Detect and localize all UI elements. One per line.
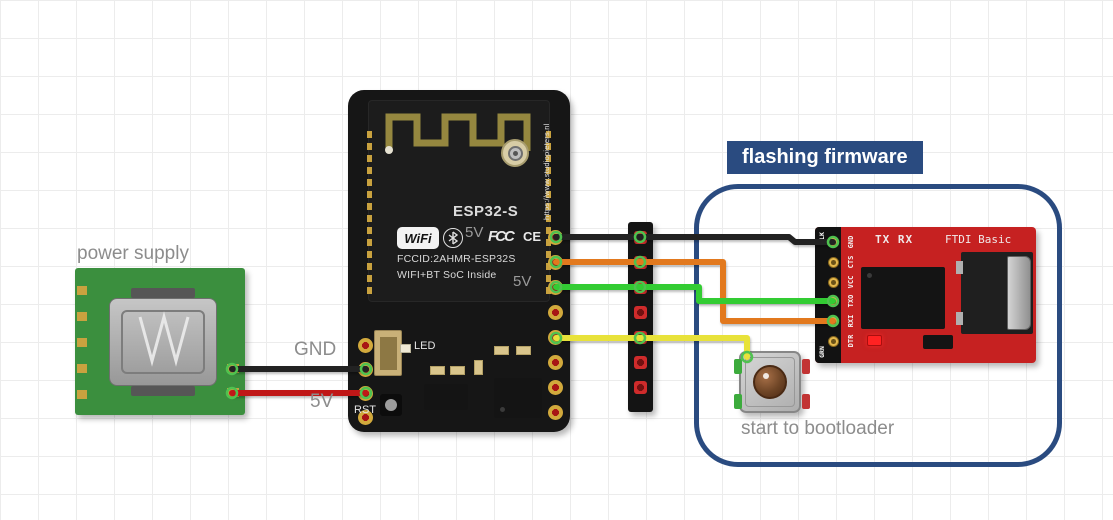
wifi-antenna-icon (385, 113, 531, 154)
ftdi-pin-label-txo: TXO (847, 294, 855, 308)
esp32-module-shield: ESP32-S WiFi 5V FCC CE FCCID:2AHMR-ESP32… (367, 100, 551, 302)
start-to-bootloader-label: start to bootloader (741, 418, 895, 439)
ftdi-usb-connector (956, 252, 1033, 334)
usb-metal-texture (121, 310, 205, 374)
smd-component (516, 346, 531, 355)
esp32-url-text: https://www.studiopieters.nl (542, 123, 551, 220)
esp32-pin-right-4 (548, 305, 563, 320)
5v-wire-label: 5V (310, 391, 334, 412)
esp32-cam-board[interactable]: ESP32-S WiFi 5V FCC CE FCCID:2AHMR-ESP32… (348, 90, 570, 432)
bluetooth-icon (443, 228, 463, 248)
usb-mount-tab-bottom (131, 386, 195, 396)
fcc-mark: FCC (488, 228, 515, 245)
esp32-pin-left-1 (358, 338, 373, 353)
smd-component (474, 360, 483, 375)
power-supply-label: power supply (77, 243, 189, 264)
esp32-pin-right-7 (548, 380, 563, 395)
solder-pad-5v (227, 388, 239, 397)
ic-chip (494, 378, 542, 418)
soc-text: WIFI+BT SoC Inside (397, 269, 497, 281)
pin-label-5v-a: 5V (465, 224, 484, 241)
flashing-firmware-label-text: flashing firmware (742, 146, 908, 168)
flashing-firmware-label: flashing firmware (727, 141, 923, 174)
usb-tab (956, 312, 963, 325)
esp32-pin-right-6 (548, 355, 563, 370)
wifi-logo-text: WiFi (404, 230, 432, 246)
ftdi-pin-label-cts: CTS (847, 255, 855, 269)
ftdi-board[interactable]: GND CTS VCC TXO RXI DTR BLK GRN TX RX FT… (815, 227, 1036, 363)
ic-chip (424, 384, 468, 410)
ftdi-power-led (867, 335, 882, 346)
ftdi-board-name: FTDI Basic (945, 233, 1012, 246)
esp32-pin-left-3 (358, 386, 373, 401)
rst-label: RST (354, 404, 376, 416)
ufl-antenna-connector (501, 139, 529, 167)
ftdi-tx-rx-label: TX RX (875, 233, 914, 246)
esp32-pin-right-5 (548, 330, 563, 345)
ftdi-pin-dtr (828, 336, 839, 347)
module-name: ESP32-S (453, 203, 519, 220)
pin-header-strip[interactable] (628, 222, 653, 412)
button-leg-green (734, 359, 742, 374)
esp32-pin-right-3 (548, 280, 563, 295)
header-pin (634, 306, 647, 319)
usb-metal-cap (1007, 256, 1031, 330)
smd-component (450, 366, 465, 375)
ufl-center (507, 145, 523, 161)
button-leg-green (734, 394, 742, 409)
castellation-right (546, 131, 551, 299)
smd-component (430, 366, 445, 375)
ftdi-blk-label: BLK (818, 232, 826, 244)
mini-usb-connector (109, 298, 217, 386)
ftdi-small-chip (923, 335, 953, 349)
smd-component (494, 346, 509, 355)
reset-button (380, 394, 402, 416)
esp32-pin-right-1 (548, 230, 563, 245)
ftdi-pin-cts (828, 257, 839, 268)
ce-mark: CE (523, 229, 542, 244)
gnd-wire-label: GND (294, 339, 337, 360)
led-label: LED (414, 340, 436, 352)
header-pin (634, 231, 647, 244)
header-pin (634, 331, 647, 344)
header-pin (634, 281, 647, 294)
ftdi-ic-chip (861, 267, 945, 329)
ftdi-pin-gnd (828, 237, 839, 248)
ftdi-pin-rxi (828, 316, 839, 327)
ftdi-pin-label-dtr: DTR (847, 334, 855, 348)
esp32-pin-right-8 (548, 405, 563, 420)
pin-label-5v-b: 5V (513, 273, 532, 290)
wifi-logo: WiFi (397, 227, 439, 249)
button-leg-red (802, 394, 810, 409)
ftdi-grn-label: GRN (818, 346, 826, 358)
ftdi-pin-txo (828, 296, 839, 307)
push-button[interactable] (734, 351, 810, 413)
camera-connector (374, 330, 402, 376)
led-chip (400, 344, 411, 353)
fccid-text: FCCID:2AHMR-ESP32S (397, 253, 516, 265)
castellation-left (367, 131, 372, 299)
esp32-pin-left-2 (358, 362, 373, 377)
header-pin (634, 381, 647, 394)
button-cap (753, 365, 787, 399)
usb-tab (956, 261, 963, 274)
button-plate (745, 357, 795, 407)
esp32-pin-right-2 (548, 255, 563, 270)
solder-pad-gnd (227, 364, 239, 373)
flashing-firmware-outline (694, 184, 1062, 467)
esp32-pin-left-4 (358, 410, 373, 425)
ftdi-pin-vcc (828, 277, 839, 288)
header-pin (634, 256, 647, 269)
button-leg-red (802, 359, 810, 374)
ftdi-pin-label-gnd: GND (847, 235, 855, 249)
usb-mount-tab-top (131, 288, 195, 298)
power-supply-board[interactable] (75, 268, 245, 415)
ftdi-pin-label-vcc: VCC (847, 275, 855, 289)
solder-pads-left (77, 286, 87, 399)
header-pin (634, 356, 647, 369)
ftdi-pin-label-rxi: RXI (847, 314, 855, 328)
